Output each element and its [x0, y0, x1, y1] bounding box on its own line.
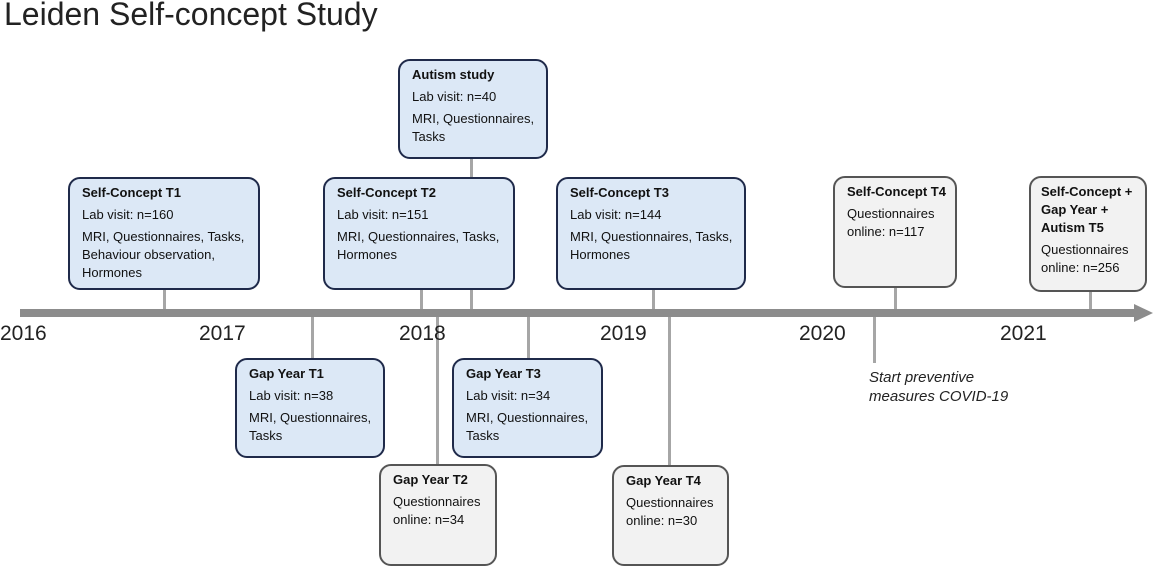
timeline-axis [20, 309, 1138, 317]
box-measures: MRI, Questionnaires, Tasks, Hormones [570, 229, 733, 262]
year-label-2020: 2020 [799, 322, 846, 345]
box-questionnaires: Questionnaires online: n=30 [626, 495, 714, 528]
box-self-concept-t5: Self-Concept + Gap Year + Autism T5 Ques… [1029, 176, 1147, 292]
box-lab-visit: Lab visit: n=151 [337, 207, 429, 222]
year-label-2016: 2016 [0, 322, 47, 345]
box-gap-year-t2: Gap Year T2 Questionnaires online: n=34 [379, 464, 497, 566]
box-measures: MRI, Questionnaires, Tasks, Hormones [337, 229, 500, 262]
year-label-2018: 2018 [399, 322, 446, 345]
connector-covid [873, 315, 876, 363]
box-heading: Self-Concept T1 [82, 185, 181, 200]
connector-sc-t2 [420, 289, 423, 311]
box-self-concept-t2: Self-Concept T2 Lab visit: n=151 MRI, Qu… [323, 177, 515, 290]
connector-gy-t1 [311, 315, 314, 360]
connector-sc-t3 [652, 289, 655, 311]
box-heading: Gap Year T2 [393, 472, 468, 487]
box-heading: Gap Year T1 [249, 366, 324, 381]
year-label-2019: 2019 [600, 322, 647, 345]
connector-gy-t4 [668, 315, 671, 466]
box-measures: MRI, Questionnaires, Tasks [412, 111, 535, 144]
box-gap-year-t4: Gap Year T4 Questionnaires online: n=30 [612, 465, 729, 566]
box-gap-year-t3: Gap Year T3 Lab visit: n=34 MRI, Questio… [452, 358, 603, 458]
box-lab-visit: Lab visit: n=38 [249, 388, 334, 403]
box-autism-study: Autism study Lab visit: n=40 MRI, Questi… [398, 59, 548, 159]
connector-sc-t1 [163, 289, 166, 311]
year-label-2021: 2021 [1000, 322, 1047, 345]
connector-sc-t5 [1089, 290, 1092, 311]
box-lab-visit: Lab visit: n=34 [466, 388, 551, 403]
box-heading: Self-Concept T3 [570, 185, 669, 200]
box-heading: Self-Concept + Gap Year + Autism T5 [1041, 184, 1133, 235]
connector-gy-t3 [527, 315, 530, 360]
diagram-title: Leiden Self-concept Study [4, 0, 378, 32]
box-measures: MRI, Questionnaires, Tasks, Behaviour ob… [82, 229, 245, 280]
box-measures: MRI, Questionnaires, Tasks [249, 410, 372, 443]
box-heading: Self-Concept T4 [847, 184, 946, 199]
box-self-concept-t3: Self-Concept T3 Lab visit: n=144 MRI, Qu… [556, 177, 746, 290]
covid-note: Start preventive measures COVID-19 [869, 369, 1009, 405]
box-lab-visit: Lab visit: n=40 [412, 89, 497, 104]
box-self-concept-t1: Self-Concept T1 Lab visit: n=160 MRI, Qu… [68, 177, 260, 290]
box-heading: Gap Year T4 [626, 473, 701, 488]
box-questionnaires: Questionnaires online: n=256 [1041, 242, 1129, 275]
box-lab-visit: Lab visit: n=160 [82, 207, 174, 222]
box-heading: Gap Year T3 [466, 366, 541, 381]
connector-gy-t2 [436, 315, 439, 465]
box-self-concept-t4: Self-Concept T4 Questionnaires online: n… [833, 176, 957, 288]
box-questionnaires: Questionnaires online: n=117 [847, 206, 935, 239]
box-measures: MRI, Questionnaires, Tasks [466, 410, 589, 443]
box-questionnaires: Questionnaires online: n=34 [393, 494, 481, 527]
box-heading: Self-Concept T2 [337, 185, 436, 200]
box-lab-visit: Lab visit: n=144 [570, 207, 662, 222]
year-label-2017: 2017 [199, 322, 246, 345]
box-heading: Autism study [412, 67, 495, 82]
timeline-arrowhead [1134, 304, 1153, 322]
box-gap-year-t1: Gap Year T1 Lab visit: n=38 MRI, Questio… [235, 358, 385, 458]
connector-sc-t4 [894, 287, 897, 311]
